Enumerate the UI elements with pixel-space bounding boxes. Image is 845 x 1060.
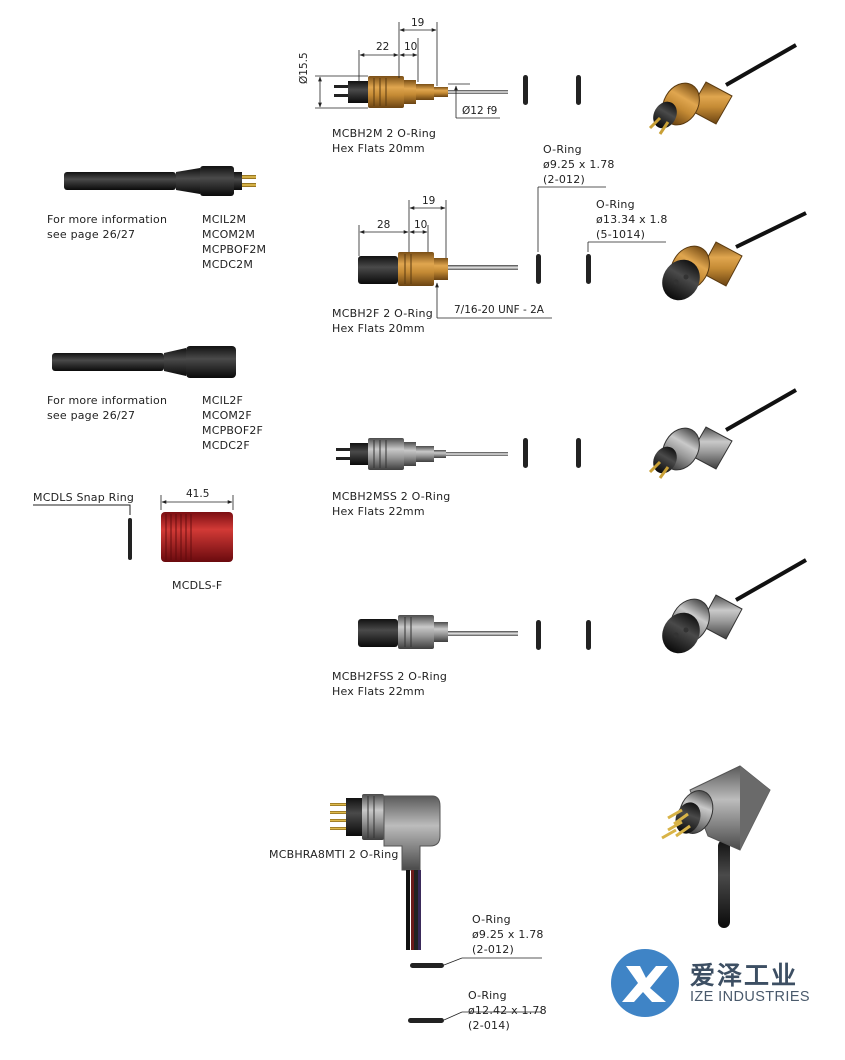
mcbh2mss-3d-view xyxy=(648,388,797,479)
oring1-size: ø9.25 x 1.78 xyxy=(543,158,615,171)
cable-female-part-1: MCIL2F xyxy=(202,394,244,407)
snap-ring-dimension: 41.5 xyxy=(186,488,210,500)
mcbh2mss-drawing xyxy=(336,438,581,470)
cable-male-part-2: MCOM2M xyxy=(202,228,256,241)
p1-dim-shaft: Ø12 f9 xyxy=(462,105,498,117)
mcbh2m-drawing xyxy=(315,22,581,119)
p1-dim-c: 19 xyxy=(411,17,425,29)
cable-male-info-line2: see page 26/27 xyxy=(47,228,136,241)
snap-ring-label: MCDLS Snap Ring xyxy=(33,491,135,504)
p4-hex: Hex Flats 22mm xyxy=(332,685,425,698)
p2-dim-c: 19 xyxy=(422,195,436,207)
mcbh2fss-3d-view xyxy=(662,558,807,654)
oring3-code: (2-012) xyxy=(472,943,514,956)
oring2-code: (5-1014) xyxy=(596,228,646,241)
mcbhra8mti-3d-view xyxy=(661,765,771,928)
cable-male-info-line1: For more information xyxy=(47,213,168,226)
cable-female-illustration xyxy=(52,346,236,378)
oring1-title: O-Ring xyxy=(543,143,582,156)
p1-dim-diameter: Ø15.5 xyxy=(298,52,310,84)
cable-male-illustration xyxy=(64,166,256,196)
oring2-title: O-Ring xyxy=(596,198,635,211)
mcbh2f-3d-view xyxy=(662,211,807,301)
cable-female-part-2: MCOM2F xyxy=(202,409,252,422)
cable-female-info-line1: For more information xyxy=(47,394,168,407)
cable-male-part-4: MCDC2M xyxy=(202,258,254,271)
oring2-size: ø13.34 x 1.8 xyxy=(596,213,668,226)
logo-english-text: IZE INDUSTRIES xyxy=(690,989,810,1005)
oring4-code: (2-014) xyxy=(468,1019,510,1032)
oring4-size: ø12.42 x 1.78 xyxy=(468,1004,547,1017)
mcbh2m-3d-view xyxy=(648,43,797,135)
cable-female-part-3: MCPBOF2F xyxy=(202,424,264,437)
p4-name: MCBH2FSS 2 O-Ring xyxy=(332,670,448,683)
p1-hex: Hex Flats 20mm xyxy=(332,142,425,155)
logo-chinese-text: 爱泽工业 xyxy=(690,961,799,990)
p2-name: MCBH2F 2 O-Ring xyxy=(332,307,433,320)
p2-thread: 7/16-20 UNF - 2A xyxy=(454,304,544,316)
cable-female-part-4: MCDC2F xyxy=(202,439,250,452)
p2-dim-a: 28 xyxy=(377,219,391,231)
p1-dim-a: 22 xyxy=(376,41,390,53)
cable-male-part-3: MCPBOF2M xyxy=(202,243,267,256)
p1-dim-b: 10 xyxy=(404,41,418,53)
ize-logo-icon xyxy=(611,949,679,1017)
oring1-code: (2-012) xyxy=(543,173,585,186)
p3-name: MCBH2MSS 2 O-Ring xyxy=(332,490,451,503)
snap-ring-illustration xyxy=(33,495,234,562)
p5-name: MCBHRA8MTI 2 O-Ring xyxy=(269,848,399,861)
p2-hex: Hex Flats 20mm xyxy=(332,322,425,335)
snap-ring-part: MCDLS-F xyxy=(172,579,223,592)
p3-hex: Hex Flats 22mm xyxy=(332,505,425,518)
p1-name: MCBH2M 2 O-Ring xyxy=(332,127,437,140)
oring3-title: O-Ring xyxy=(472,913,511,926)
oring3-size: ø9.25 x 1.78 xyxy=(472,928,544,941)
p2-dim-b: 10 xyxy=(414,219,428,231)
mcbhra8mti-drawing xyxy=(330,794,542,1023)
mcbh2fss-drawing xyxy=(358,615,591,650)
cable-male-part-1: MCIL2M xyxy=(202,213,247,226)
cable-female-info-line2: see page 26/27 xyxy=(47,409,136,422)
mcbh2f-drawing xyxy=(358,186,666,319)
oring4-title: O-Ring xyxy=(468,989,507,1002)
